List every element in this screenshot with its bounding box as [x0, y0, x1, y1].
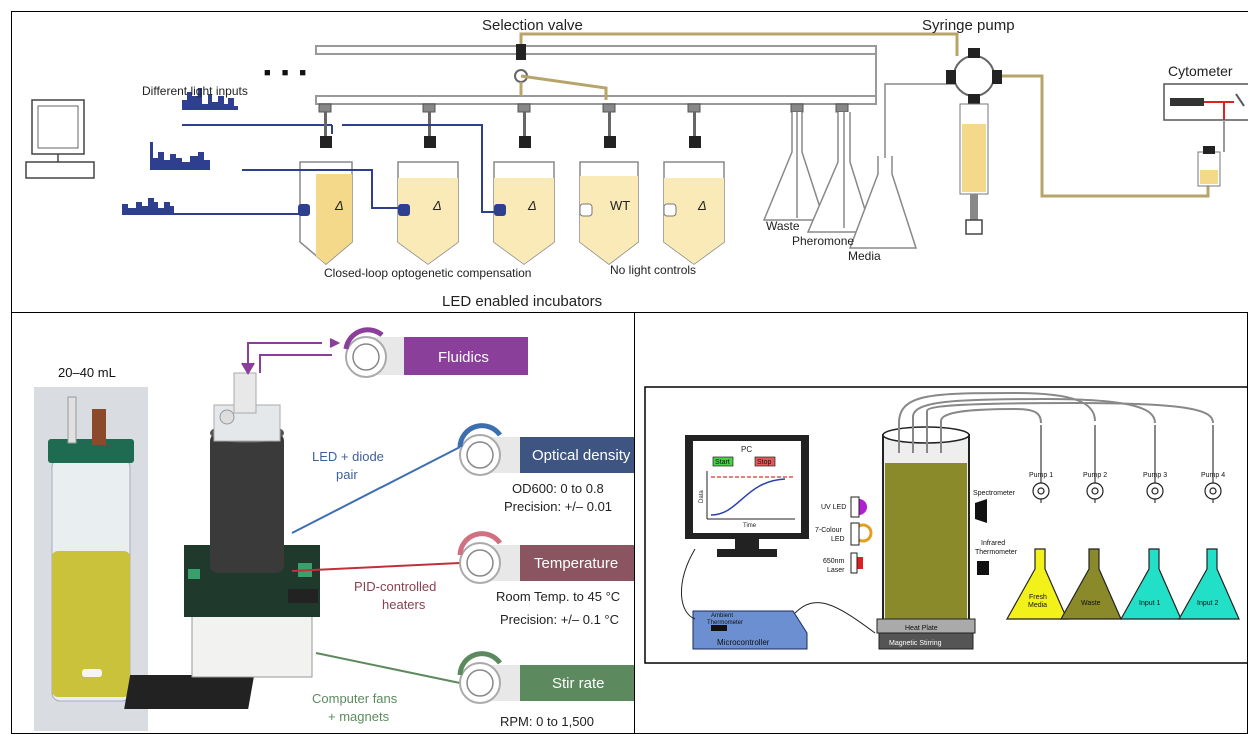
led-diode-label-2: pair	[336, 467, 358, 482]
rpm-label: RPM: 0 to 1,500	[500, 714, 594, 729]
valve-to-pump-tubing	[519, 32, 959, 56]
fans-label-2: + magnets	[328, 709, 390, 724]
seven-colour-label-1: 7-Colour	[815, 527, 843, 534]
light-wiring	[242, 124, 506, 213]
no-light-label: No light controls	[610, 263, 696, 277]
chemostat-diagram: PC Start Stop Data Time Ambient Thermome…	[644, 386, 1247, 664]
syringe-pump	[946, 48, 1002, 235]
laser-label-1: 650nm	[823, 558, 845, 565]
closed-loop-label: Closed-loop optogenetic compensation	[324, 266, 531, 280]
syringe-pump-label: Syringe pump	[922, 17, 1015, 34]
computer-icon	[25, 99, 95, 179]
fluidics-label: Fluidics	[438, 349, 489, 366]
infrared-label-1: Infrared	[981, 540, 1005, 547]
selection-valve-label: Selection valve	[482, 17, 583, 34]
volume-label: 20–40 mL	[58, 365, 116, 380]
waste-label: Waste	[766, 219, 800, 233]
pump-1-label: Pump 1	[1029, 472, 1053, 479]
time-axis-label: Time	[743, 523, 757, 529]
pc-monitor	[685, 435, 809, 557]
flask-label-input-1: Input 1	[1139, 600, 1161, 607]
fluidics-knob	[343, 327, 528, 378]
vessel-tubing	[898, 391, 1214, 503]
fluidics-arrows	[241, 338, 341, 375]
od-range-label: OD600: 0 to 0.8	[512, 481, 604, 496]
vial-label-5: Δ	[697, 198, 707, 213]
flask-label-waste: Waste	[1081, 600, 1101, 607]
vial-photo	[34, 387, 148, 731]
evolver-diagram: 20–40 mL	[34, 327, 634, 731]
more-inputs-ellipsis: ■ ■ ■	[264, 67, 310, 79]
temp-range-label: Room Temp. to 45 °C	[496, 589, 620, 604]
different-light-inputs-label: Different light inputs	[142, 84, 248, 98]
flask-label-fresh-2: Media	[1028, 602, 1047, 609]
temperature-knob	[457, 531, 634, 584]
spectrometer-label: Spectrometer	[973, 490, 1016, 497]
selection-valve	[514, 44, 608, 100]
pump-3-label: Pump 3	[1143, 472, 1167, 479]
microcontroller-label: Microcontroller	[717, 638, 770, 647]
uv-led-label: UV LED	[821, 504, 846, 511]
optical-density-knob	[457, 423, 634, 476]
light-input-signals	[122, 88, 332, 215]
flask-label-fresh-1: Fresh	[1029, 594, 1047, 601]
manifold-tubing	[315, 45, 877, 105]
flasks	[762, 83, 956, 249]
temperature-label: Temperature	[534, 555, 618, 572]
stir-leader	[315, 652, 461, 684]
pheromone-label: Pheromone	[792, 234, 854, 248]
pumps	[1032, 482, 1222, 500]
optical-leader	[291, 446, 461, 534]
od-precision-label: Precision: +/– 0.01	[504, 499, 612, 514]
top-diagram: Different light inputs ■ ■ ■ Selection v…	[25, 17, 1248, 310]
pump-to-cytometer-tubing	[1002, 74, 1210, 198]
cytometer-label: Cytometer	[1168, 63, 1233, 79]
evolver-device	[124, 372, 320, 709]
pump-4-label: Pump 4	[1201, 472, 1225, 479]
seven-colour-label-2: LED	[831, 536, 845, 543]
laser-label-2: Laser	[827, 567, 845, 574]
temperature-leader	[291, 562, 461, 572]
pid-label-2: heaters	[382, 597, 426, 612]
vial-label-3: Δ	[527, 198, 537, 213]
cytometer	[1163, 83, 1248, 187]
fans-label-1: Computer fans	[312, 691, 398, 706]
bottom-left-panel-evolver: 20–40 mL	[11, 312, 635, 734]
led-incubators-label: LED enabled incubators	[442, 293, 602, 310]
led-diode-label-1: LED + diode	[312, 449, 384, 464]
pid-label-1: PID-controlled	[354, 579, 436, 594]
culture-vessel	[876, 426, 976, 650]
side-instruments	[850, 496, 989, 575]
manifold-caps	[318, 103, 849, 113]
vial-label-1: Δ	[334, 198, 344, 213]
stir-rate-knob	[457, 651, 634, 704]
magnetic-stirring-label: Magnetic Stirring	[889, 640, 942, 647]
flask-input-2	[1177, 548, 1240, 620]
media-label: Media	[848, 249, 881, 263]
vial-label-4: WT	[610, 198, 630, 213]
pump-2-label: Pump 2	[1083, 472, 1107, 479]
ambient-label-2: Thermometer	[707, 620, 743, 626]
bottom-right-panel-chemostat: PC Start Stop Data Time Ambient Thermome…	[634, 312, 1248, 734]
vial-labels: Δ Δ Δ WT Δ	[334, 198, 707, 213]
ambient-label-1: Ambient	[711, 613, 733, 619]
stop-label: Stop	[757, 459, 772, 466]
pc-cable	[681, 548, 696, 620]
reservoir-flasks	[1005, 548, 1240, 620]
temp-precision-label: Precision: +/– 0.1 °C	[500, 612, 619, 627]
pc-label: PC	[741, 445, 752, 454]
controller-cable	[794, 602, 876, 634]
infrared-label-2: Thermometer	[975, 549, 1018, 556]
data-axis-label: Data	[699, 490, 705, 503]
stir-rate-label: Stir rate	[552, 675, 605, 692]
heat-plate-label: Heat Plate	[905, 625, 938, 632]
vial-label-2: Δ	[432, 198, 442, 213]
flask-label-input-2: Input 2	[1197, 600, 1219, 607]
microcontroller	[692, 610, 808, 650]
optical-density-label: Optical density	[532, 447, 631, 464]
start-label: Start	[715, 459, 730, 466]
top-panel-fluidic-setup: Different light inputs ■ ■ ■ Selection v…	[11, 11, 1248, 313]
incubator-vials	[299, 112, 725, 265]
